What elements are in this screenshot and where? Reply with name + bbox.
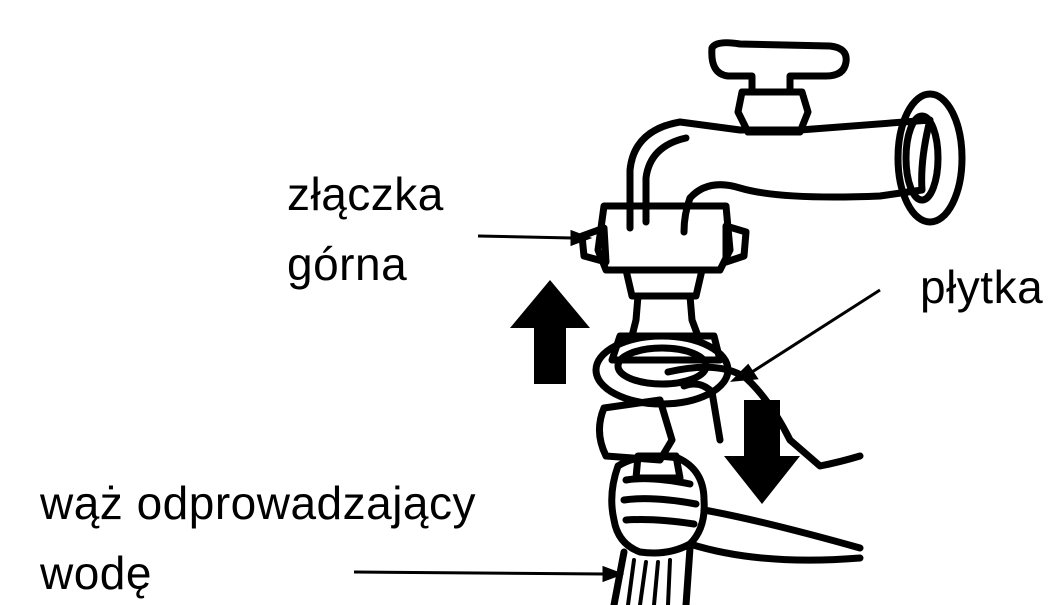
drain-hose bbox=[614, 548, 690, 605]
label-plate: płytka bbox=[920, 258, 1043, 316]
upper-connector-wings bbox=[582, 226, 746, 262]
faucet-nut bbox=[738, 92, 808, 132]
lower-coupling bbox=[599, 400, 672, 460]
faucet-spout bbox=[630, 120, 930, 232]
faucet-handle bbox=[712, 43, 846, 92]
hand-fingers bbox=[624, 479, 696, 524]
hand-wrist bbox=[690, 510, 860, 560]
leader-drain-hose bbox=[354, 572, 604, 574]
upper-connector-neck bbox=[626, 270, 702, 296]
leader-plate bbox=[752, 290, 880, 372]
label-drain-hose-line1: wąż odprowadzający bbox=[40, 474, 476, 532]
label-upper-connector-line1: złączka bbox=[287, 165, 444, 223]
hand-upper-finger bbox=[684, 384, 720, 440]
adapter-body bbox=[632, 296, 698, 336]
leader-upper-connector bbox=[478, 236, 572, 238]
arrow-up bbox=[510, 280, 590, 384]
upper-connector-ring bbox=[598, 206, 730, 270]
label-drain-hose-line2: wodę bbox=[40, 544, 152, 602]
arrow-down bbox=[724, 400, 800, 504]
drain-hose-stripes bbox=[628, 560, 670, 605]
label-upper-connector-line2: górna bbox=[287, 235, 407, 293]
